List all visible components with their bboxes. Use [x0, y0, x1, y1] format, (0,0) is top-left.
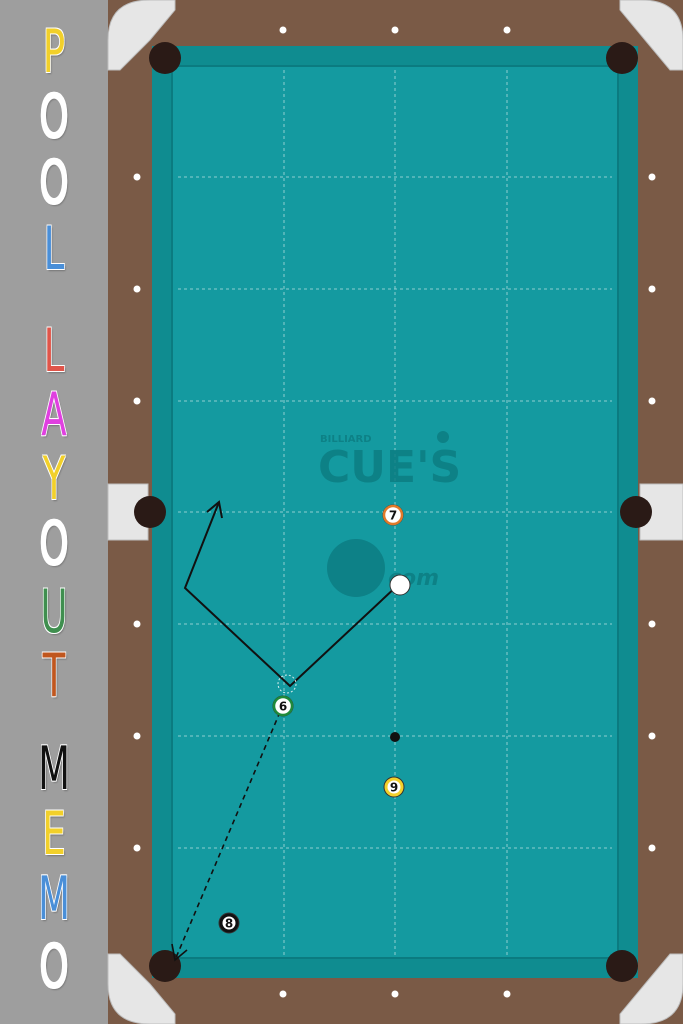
ball-6[interactable]: 6	[272, 695, 294, 717]
cue-ball-path	[183, 500, 399, 688]
ball-6-number: 6	[279, 700, 287, 714]
title-letter: M	[37, 734, 71, 804]
ball-9[interactable]: 9	[383, 776, 405, 798]
logo-cue-ball-icon	[437, 431, 449, 443]
ball-9-number: 9	[390, 781, 398, 795]
ghost-ball	[277, 674, 297, 694]
logo-small-text: BILLIARD	[320, 434, 372, 445]
ball-7-number: 7	[389, 509, 397, 523]
logo-d-icon	[327, 539, 385, 597]
pocket-plates	[107, 0, 683, 1024]
pocket-middle-right	[620, 496, 652, 528]
pocket-bottom-left	[149, 950, 181, 982]
ball-8[interactable]: 8	[218, 912, 240, 934]
title-letter: L	[43, 214, 65, 284]
table-grid	[178, 70, 612, 955]
ball-7[interactable]: 7	[382, 504, 404, 526]
title-letter: O	[39, 82, 69, 152]
title-letter: A	[41, 380, 67, 450]
foot-spot	[390, 732, 400, 742]
title-letter: E	[42, 799, 66, 869]
title-letter: L	[43, 316, 65, 386]
ball-8-number: 8	[225, 917, 233, 931]
cue-ball[interactable]	[389, 574, 411, 596]
title-letter: O	[39, 148, 69, 218]
title-letter: Y	[42, 444, 66, 514]
logo-main-text: CUE'S	[318, 442, 461, 493]
title-letter: U	[40, 577, 68, 647]
pocket-bottom-right	[606, 950, 638, 982]
title-letter: P	[42, 17, 66, 87]
title-letter: O	[39, 932, 69, 1002]
title-letter: T	[42, 641, 66, 711]
pockets	[134, 42, 652, 982]
rail-diamonds	[133, 26, 656, 998]
title-letter: M	[37, 864, 71, 934]
pocket-top-left	[149, 42, 181, 74]
title-letter: O	[39, 509, 69, 579]
pocket-middle-left	[134, 496, 166, 528]
pocket-top-right	[606, 42, 638, 74]
object-ball-arrowhead	[171, 943, 188, 962]
